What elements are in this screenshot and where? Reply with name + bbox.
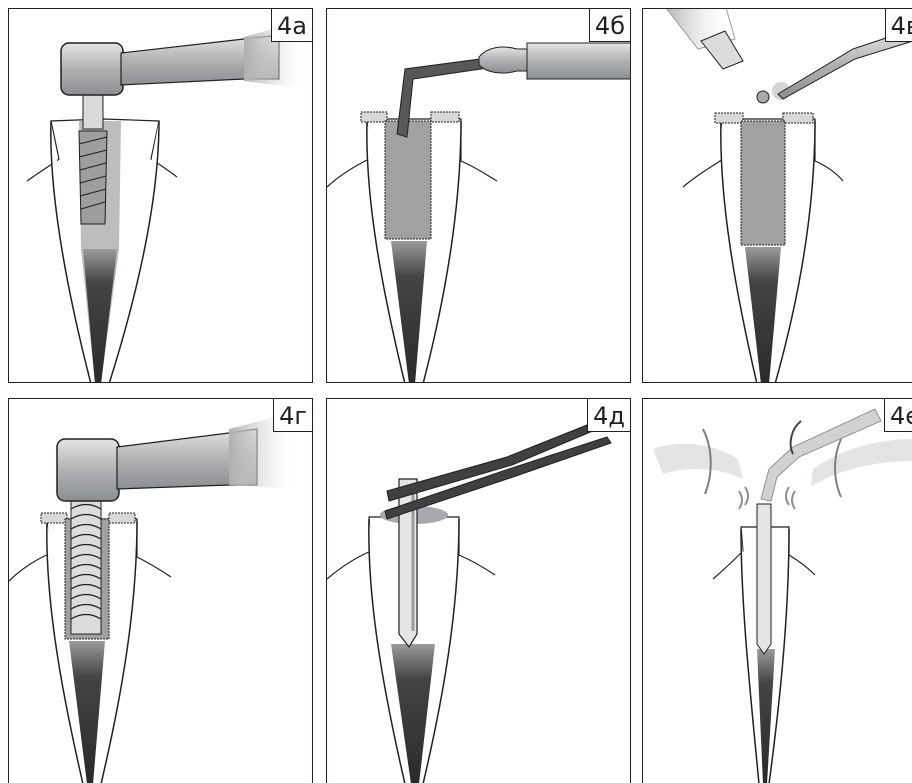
tweezers [387, 419, 607, 501]
panel-4e: 4д [326, 398, 631, 783]
panel-4f: 4е [642, 398, 912, 783]
fiber-post [757, 504, 771, 654]
panel-label: 4д [587, 398, 631, 432]
tooth-drilling-illustration [9, 9, 313, 383]
tooth-post-insertion-illustration [327, 399, 631, 783]
panel-4d: 4г [8, 398, 313, 783]
handpiece-head [61, 43, 123, 95]
panel-4b: 4б [326, 8, 631, 383]
curing-light-left [653, 444, 743, 479]
root-canal [69, 641, 105, 783]
curing-light-right [811, 439, 912, 487]
panel-label: 4г [273, 398, 313, 432]
adhesive-drop [757, 91, 769, 103]
syringe-body [527, 43, 631, 79]
handpiece-head [57, 439, 119, 501]
panel-4a: 4а [8, 8, 313, 383]
panel-label: 4а [271, 8, 313, 42]
root-canal [391, 241, 427, 383]
tooth-light-curing-illustration [643, 399, 912, 783]
etched-canal [385, 121, 431, 239]
root-canal [745, 247, 781, 383]
tooth-adhesive-illustration [643, 9, 912, 383]
tooth-post-drilling-illustration [9, 399, 313, 783]
panel-4c: 4в [642, 8, 912, 383]
panel-label: 4в [885, 8, 912, 42]
drill-bit [79, 131, 107, 224]
tooth-etching-illustration [327, 9, 631, 383]
panel-label: 4е [884, 398, 912, 432]
panel-label: 4б [589, 8, 631, 42]
